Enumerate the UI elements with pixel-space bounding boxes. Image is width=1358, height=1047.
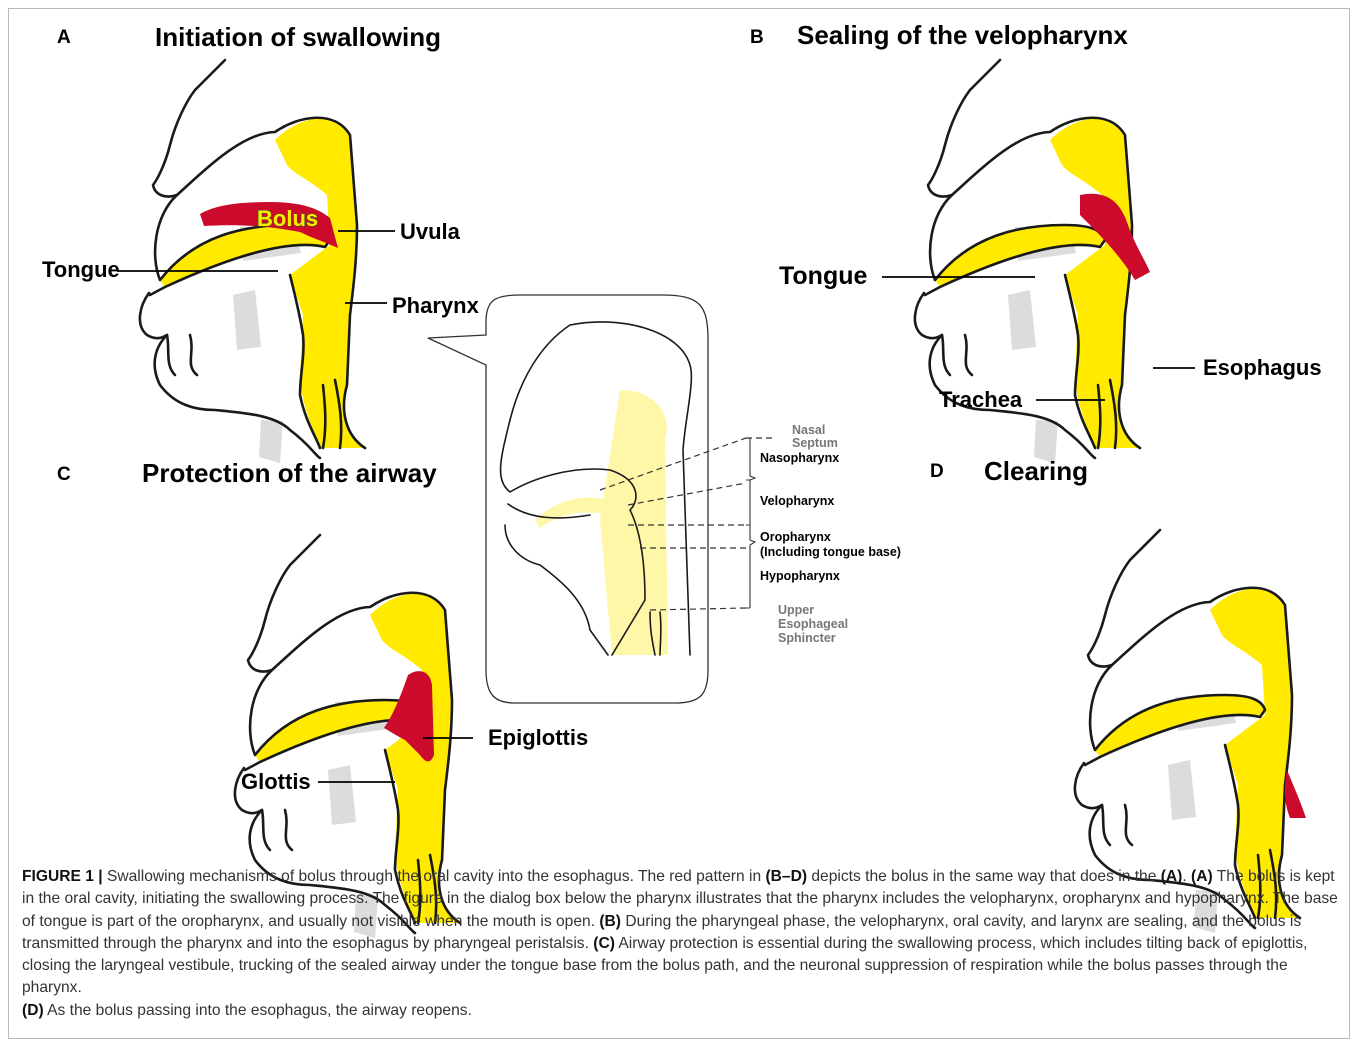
inset-nasal: Nasal xyxy=(792,423,825,437)
tongue-label-b: Tongue xyxy=(779,262,867,290)
caption-ref-3: (A) xyxy=(1191,868,1213,885)
caption-ref-4: (B) xyxy=(599,913,621,930)
caption-ref-5: (C) xyxy=(593,935,615,952)
pharynx-label: Pharynx xyxy=(392,293,480,318)
esophagus-label: Esophagus xyxy=(1203,355,1322,380)
panel-d: D Clearing xyxy=(930,456,1306,933)
caption-text-1: Swallowing mechanisms of bolus through t… xyxy=(103,868,766,885)
panel-d-title: Clearing xyxy=(984,456,1088,486)
bolus-label: Bolus xyxy=(257,206,318,231)
trachea-label: Trachea xyxy=(939,387,1023,412)
uvula-label: Uvula xyxy=(400,219,461,244)
panel-a-title: Initiation of swallowing xyxy=(155,22,441,52)
panel-b-letter: B xyxy=(750,27,764,48)
epiglottis-label: Epiglottis xyxy=(488,725,588,750)
inset-oropharynx: Oropharynx xyxy=(760,530,831,544)
caption-text-7: As the bolus passing into the esophagus,… xyxy=(44,1002,472,1019)
caption-ref-2: (A) xyxy=(1161,868,1183,885)
pharynx-inset-dialog: Nasal Septum Nasopharynx Velopharynx Oro… xyxy=(428,295,901,703)
inset-septum: Septum xyxy=(792,436,838,450)
inset-hypopharynx: Hypopharynx xyxy=(760,569,840,583)
caption-text-2: depicts the bolus in the same way that d… xyxy=(807,868,1161,885)
inset-upper: Upper xyxy=(778,603,814,617)
inset-nasopharynx: Nasopharynx xyxy=(760,451,839,465)
inset-esophageal: Esophageal xyxy=(778,617,848,631)
inset-velopharynx: Velopharynx xyxy=(760,494,834,508)
panel-c-title: Protection of the airway xyxy=(142,458,437,488)
panel-d-letter: D xyxy=(930,461,944,482)
panel-b: B Sealing of the velopharynx Tongue Esop… xyxy=(750,20,1322,463)
panel-a-letter: A xyxy=(57,27,71,48)
inset-oropharynx-note: (Including tongue base) xyxy=(760,545,901,559)
panel-b-title: Sealing of the velopharynx xyxy=(797,20,1128,50)
figure-caption: FIGURE 1 | Swallowing mechanisms of bolu… xyxy=(22,866,1340,1022)
caption-ref-1: (B–D) xyxy=(765,868,807,885)
caption-ref-6: (D) xyxy=(22,1002,44,1019)
panel-c-letter: C xyxy=(57,464,71,485)
figure-label: FIGURE 1 | xyxy=(22,868,103,885)
caption-text-3: . xyxy=(1182,868,1191,885)
inset-sphincter: Sphincter xyxy=(778,631,836,645)
glottis-label: Glottis xyxy=(241,769,311,794)
panel-a: A Initiation of swallowing Bolus Uvula T… xyxy=(42,22,480,463)
tongue-label-a: Tongue xyxy=(42,257,120,282)
bolus-shape-d xyxy=(1285,770,1306,818)
